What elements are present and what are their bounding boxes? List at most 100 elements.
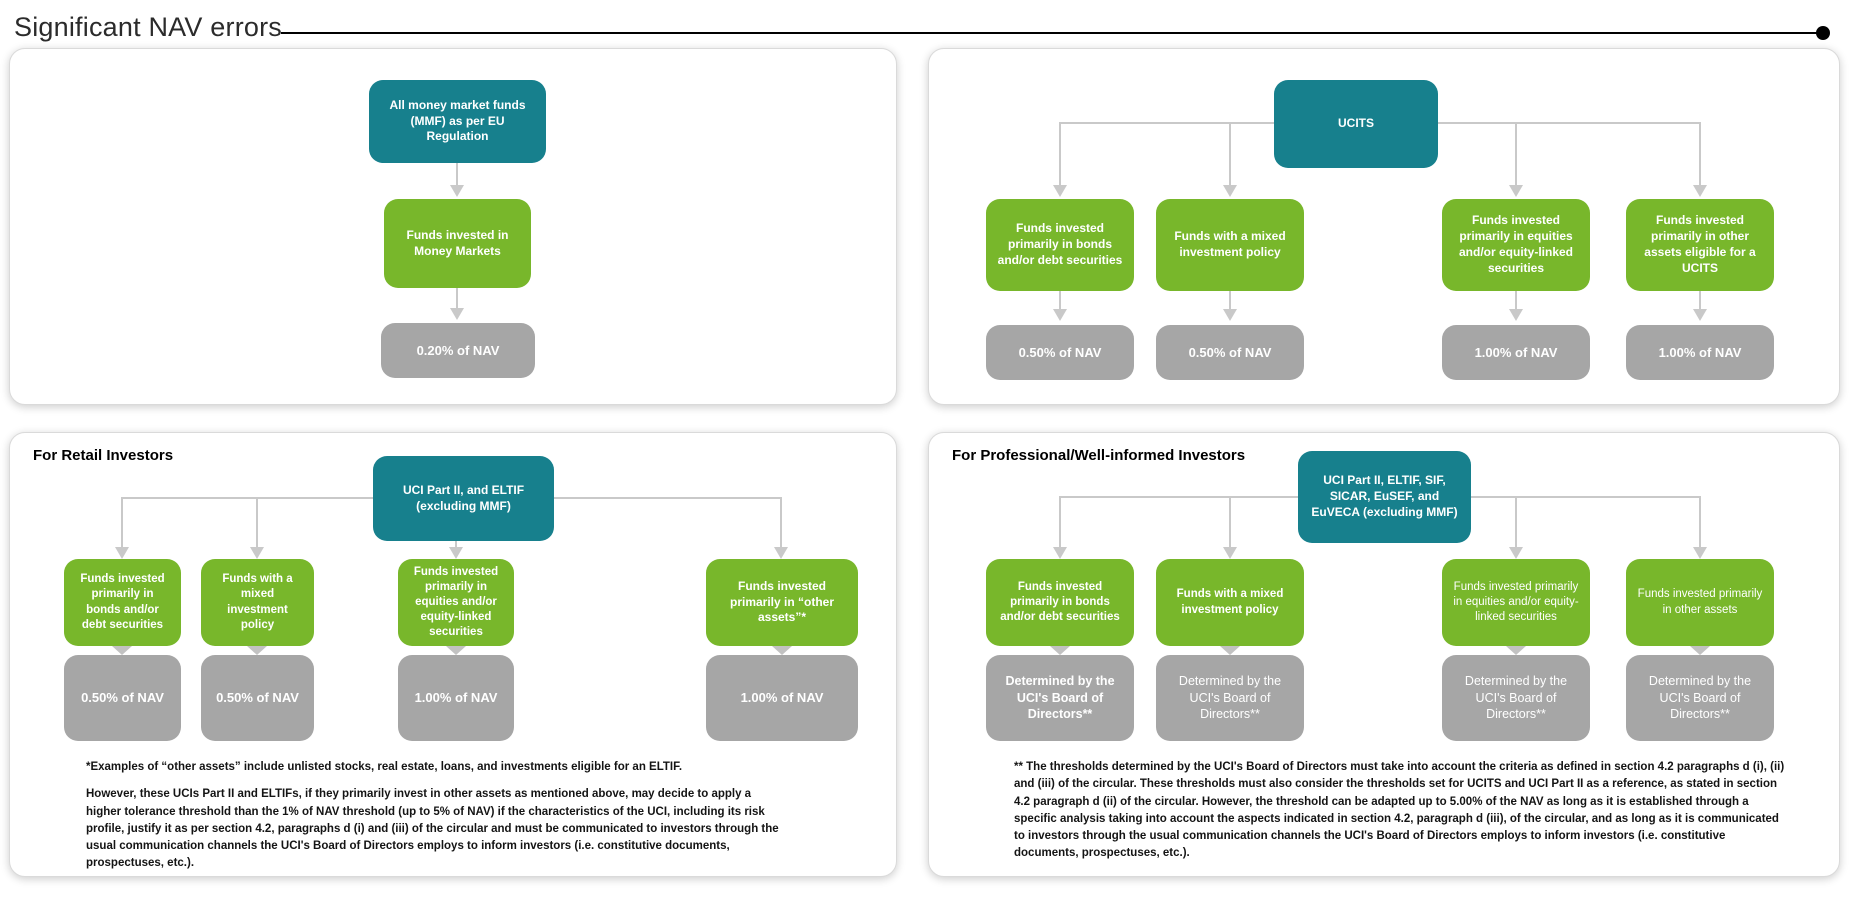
threshold-node: Determined by the UCI's Board of Directo… — [1626, 655, 1774, 741]
connector-line — [1699, 496, 1701, 547]
fund-category-node: Funds with a mixed investment policy — [1156, 559, 1304, 646]
connector-line — [1060, 496, 1298, 498]
fund-category-node: Funds invested primarily in other assets… — [1626, 199, 1774, 291]
connector-line — [1515, 496, 1517, 547]
connector-line — [455, 541, 457, 547]
threshold-node: 0.50% of NAV — [64, 655, 181, 741]
fund-category-node: Funds invested primarily in equities and… — [1442, 199, 1590, 291]
arrow-down-icon — [1693, 547, 1707, 559]
fund-category-node: Funds invested primarily in equities and… — [398, 559, 514, 646]
threshold-node: Determined by the UCI's Board of Directo… — [1442, 655, 1590, 741]
arrow-down-icon — [1509, 547, 1523, 559]
panel-ucits: UCITS Funds invested primarily in bonds … — [928, 48, 1840, 405]
connector-line — [1438, 122, 1701, 124]
arrow-down-icon — [1693, 309, 1707, 321]
footnote-line: However, these UCIs Part II and ELTIFs, … — [86, 788, 779, 870]
root-node-label: UCI Part II, and ELTIF (excluding MMF) — [402, 482, 525, 513]
connector-line — [456, 163, 458, 185]
connector-line — [1229, 496, 1231, 547]
connector-line — [1515, 122, 1517, 185]
threshold-node: 1.00% of NAV — [1442, 325, 1590, 380]
notch-down-icon — [446, 646, 466, 655]
fund-category-node: Funds invested primarily in equities and… — [1442, 559, 1590, 646]
root-node: UCITS — [1274, 80, 1438, 168]
arrow-down-icon — [1223, 309, 1237, 321]
root-node-label: UCI Part II, ELTIF, SIF, SICAR, EuSEF, a… — [1311, 473, 1458, 519]
footnote-line: *Examples of “other assets” include unli… — [86, 761, 683, 773]
connector-line — [456, 288, 458, 308]
fund-category-label: Funds with a mixed investment policy — [222, 573, 293, 631]
threshold-node: 0.50% of NAV — [1156, 325, 1304, 380]
threshold-node: 1.00% of NAV — [1626, 325, 1774, 380]
threshold-label: 0.50% of NAV — [216, 690, 299, 706]
connector-line — [1229, 291, 1231, 309]
root-node: UCI Part II, ELTIF, SIF, SICAR, EuSEF, a… — [1298, 451, 1471, 543]
panel-professional: For Professional/Well-informed Investors… — [928, 432, 1840, 877]
threshold-label: 1.00% of NAV — [1658, 344, 1742, 360]
threshold-label: 0.50% of NAV — [81, 690, 164, 706]
fund-category-label: Funds invested primarily in bonds and/or… — [997, 221, 1123, 267]
threshold-label: 0.50% of NAV — [1188, 344, 1272, 360]
panel-professional-title: For Professional/Well-informed Investors — [952, 447, 1246, 464]
threshold-node: 1.00% of NAV — [706, 655, 858, 741]
fund-category-label: Funds with a mixed investment policy — [1176, 588, 1284, 616]
fund-category-node: Funds with a mixed investment policy — [1156, 199, 1304, 291]
notch-down-icon — [1220, 646, 1240, 655]
arrow-down-icon — [450, 308, 464, 320]
page-title: Significant NAV errors — [14, 12, 282, 42]
fund-category-label: Funds with a mixed investment policy — [1174, 229, 1286, 259]
connector-line — [1059, 496, 1061, 547]
notch-down-icon — [112, 646, 132, 655]
panel-retail: For Retail Investors UCI Part II, and EL… — [9, 432, 897, 877]
fund-category-label: Funds invested primarily in “other asset… — [729, 578, 835, 625]
threshold-label: Determined by the UCI's Board of Directo… — [1648, 674, 1752, 722]
notch-down-icon — [1506, 646, 1526, 655]
connector-line — [1471, 496, 1701, 498]
threshold-label: 0.20% of NAV — [416, 342, 500, 358]
fund-category-node: Funds invested primarily in bonds and/or… — [64, 559, 181, 646]
root-node: All money market funds (MMF) as per EU R… — [369, 80, 546, 163]
arrow-down-icon — [774, 547, 788, 559]
fund-category-label: Funds invested primarily in equities and… — [1453, 580, 1579, 624]
connector-line — [121, 497, 123, 547]
notch-down-icon — [1050, 646, 1070, 655]
root-node: UCI Part II, and ELTIF (excluding MMF) — [373, 456, 554, 541]
threshold-node: 0.50% of NAV — [986, 325, 1134, 380]
connector-line — [256, 497, 258, 547]
fund-category-node: Funds invested primarily in bonds and/or… — [986, 559, 1134, 646]
connector-line — [1229, 122, 1231, 185]
threshold-label: 1.00% of NAV — [740, 690, 824, 706]
fund-category-label: Funds invested primarily in equities and… — [1458, 213, 1573, 275]
notch-down-icon — [1690, 646, 1710, 655]
connector-line — [1060, 122, 1274, 124]
threshold-node: 1.00% of NAV — [398, 655, 514, 741]
arrow-down-icon — [1509, 309, 1523, 321]
threshold-label: 1.00% of NAV — [414, 690, 498, 706]
fund-category-label: Funds invested primarily in equities and… — [413, 565, 499, 639]
fund-category-node: Funds invested primarily in bonds and/or… — [986, 199, 1134, 291]
threshold-label: 0.50% of NAV — [1018, 344, 1102, 360]
connector-line — [1059, 122, 1061, 185]
fund-category-node: Funds invested in Money Markets — [384, 199, 531, 288]
footnote-line: ** The thresholds determined by the UCI'… — [1014, 761, 1785, 860]
connector-line — [1699, 122, 1701, 185]
fund-category-label: Funds invested primarily in other assets — [1637, 588, 1763, 616]
arrow-down-icon — [449, 547, 463, 559]
fund-category-node: Funds invested primarily in other assets — [1626, 559, 1774, 646]
arrow-down-icon — [1053, 309, 1067, 321]
connector-line — [122, 497, 373, 499]
threshold-label: Determined by the UCI's Board of Directo… — [1464, 674, 1568, 722]
threshold-node: 0.50% of NAV — [201, 655, 314, 741]
arrow-down-icon — [115, 547, 129, 559]
threshold-node: 0.20% of NAV — [381, 323, 535, 378]
arrow-down-icon — [1509, 185, 1523, 197]
title-rule — [281, 32, 1820, 34]
arrow-down-icon — [450, 185, 464, 197]
connector-line — [554, 497, 782, 499]
fund-category-label: Funds invested primarily in bonds and/or… — [80, 573, 165, 631]
title-rule-dot — [1816, 26, 1830, 40]
threshold-label: 1.00% of NAV — [1474, 344, 1558, 360]
threshold-node: Determined by the UCI's Board of Directo… — [1156, 655, 1304, 741]
arrow-down-icon — [1053, 547, 1067, 559]
connector-line — [780, 497, 782, 547]
